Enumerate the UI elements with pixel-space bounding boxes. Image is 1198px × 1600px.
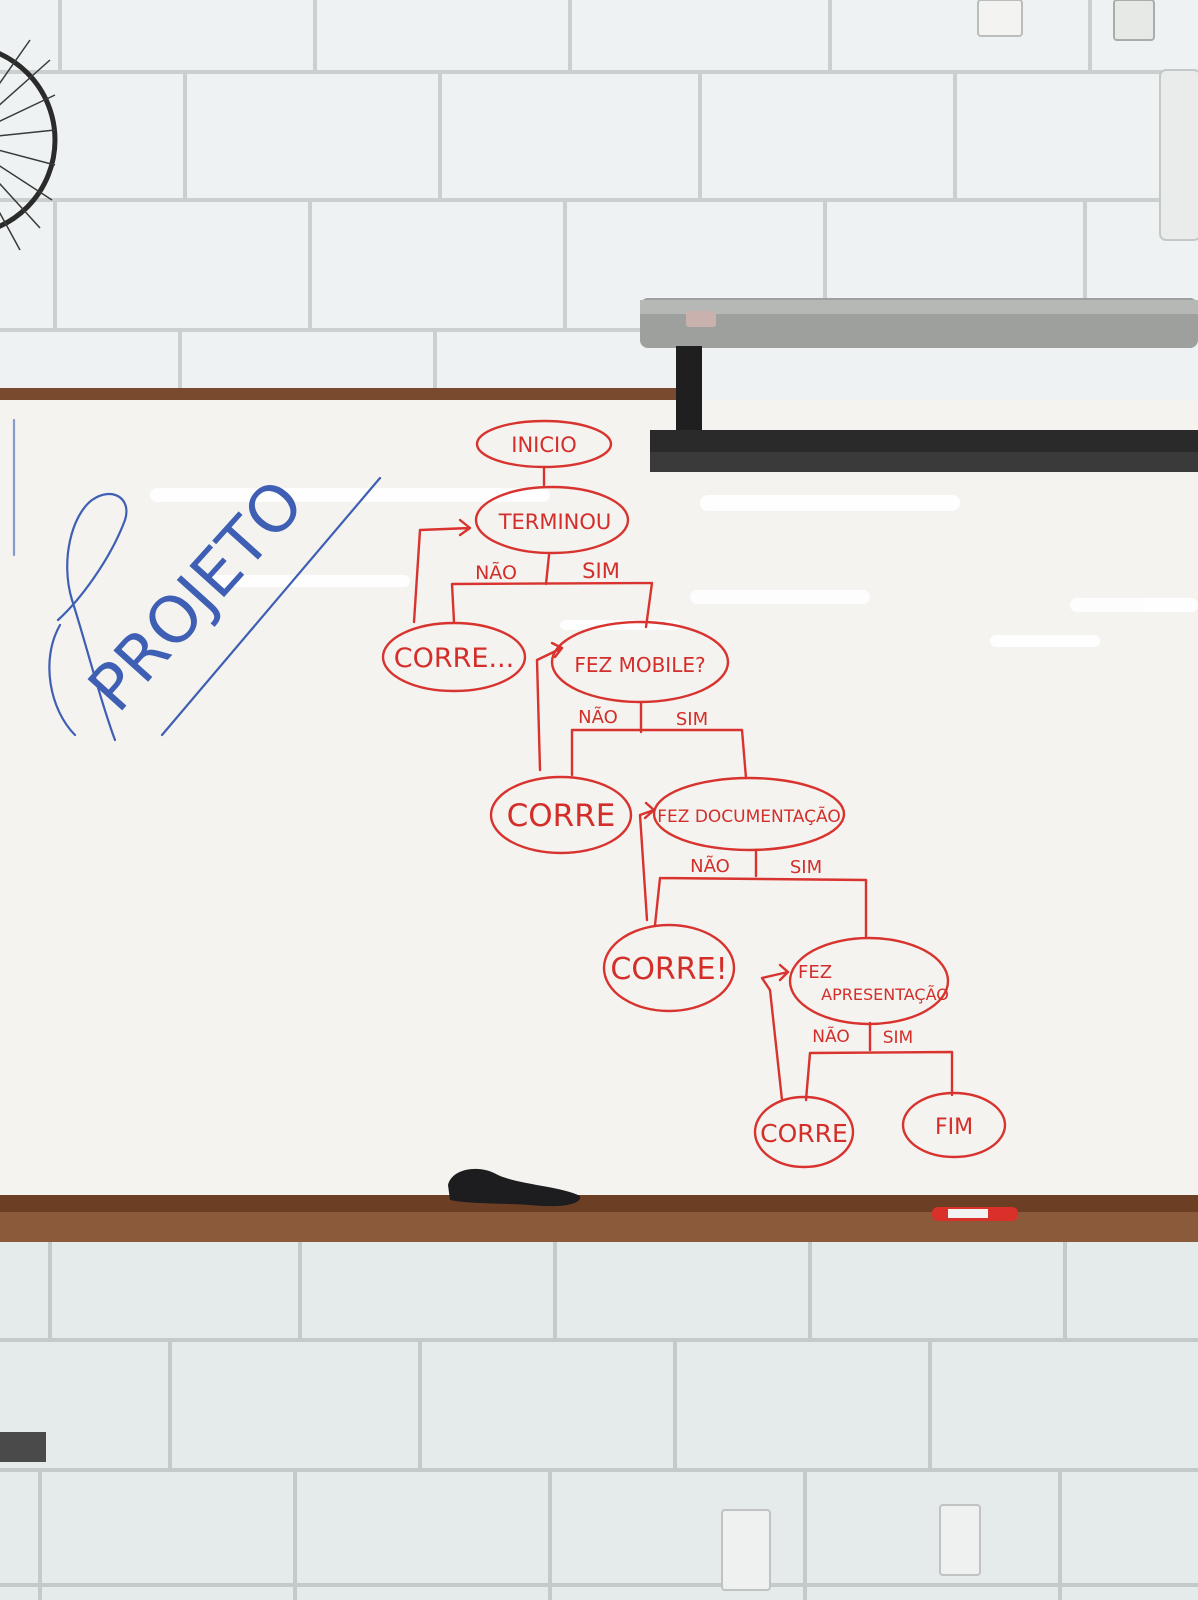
action-node-corre — [489, 775, 633, 855]
loop-arrow — [535, 641, 564, 772]
loop-arrow — [412, 518, 472, 624]
branch-lines — [450, 553, 654, 629]
marker-icon — [932, 1207, 1018, 1221]
power-outlet-icon — [939, 1504, 981, 1576]
action-node-corre — [753, 1095, 855, 1169]
start-label: INICIO — [511, 433, 576, 457]
action-label-corre: CORRE — [507, 798, 616, 834]
branch-lines — [804, 1021, 954, 1102]
decision-label-fez-mobile: FEZ MOBILE? — [574, 653, 705, 677]
wall-box — [1159, 69, 1198, 241]
eraser-icon — [448, 1168, 581, 1207]
board-bottom-tray — [0, 1195, 1198, 1242]
loop-arrow — [638, 801, 656, 922]
decision-node-terminou — [474, 485, 630, 555]
action-label-corre: CORRE — [760, 1119, 848, 1148]
yes-label: SIM — [582, 559, 620, 583]
decision-node-fez-documentacao — [652, 776, 846, 852]
decision-node-fez-mobile — [550, 620, 730, 704]
decision-label-terminou: TERMINOU — [498, 510, 612, 534]
end-label: FIM — [935, 1115, 973, 1140]
no-label: NÃO — [578, 706, 618, 728]
yes-label: SIM — [790, 857, 822, 878]
brick-wall-bottom — [0, 1240, 1198, 1600]
power-outlet-icon — [721, 1509, 771, 1591]
no-label: NÃO — [812, 1025, 849, 1047]
end-node — [901, 1091, 1007, 1159]
brick-wall-top — [0, 0, 1198, 400]
wall-plate — [1113, 0, 1155, 41]
branch-lines — [570, 701, 748, 780]
loop-arrow — [760, 963, 790, 1102]
power-outlet-icon — [0, 1432, 46, 1462]
branch-lines — [653, 848, 868, 940]
action-node-corre — [381, 621, 527, 693]
no-label: NÃO — [475, 561, 517, 584]
decision-label-fez-apresentacao-line1: FEZ — [798, 962, 832, 983]
decision-label-fez-apresentacao-line2: APRESENTAÇÃO — [821, 985, 949, 1004]
no-label: NÃO — [690, 855, 730, 877]
whiteboard — [0, 400, 1198, 1200]
action-label-corre: CORRE! — [610, 952, 727, 987]
flowchart: INICIO TERMINOU NÃO SIM CORRE... FEZ MOB… — [381, 419, 1007, 1169]
projector-screen — [640, 298, 1198, 472]
board-top-rail — [0, 388, 680, 402]
wall-fan-icon — [0, 39, 58, 251]
action-label-corre: CORRE... — [394, 643, 514, 674]
yes-label: SIM — [676, 709, 708, 730]
wall-switch — [977, 0, 1023, 37]
action-node-corre — [602, 923, 736, 1013]
decision-label-fez-documentacao: FEZ DOCUMENTAÇÃO — [657, 805, 840, 827]
yes-label: SIM — [883, 1028, 913, 1048]
